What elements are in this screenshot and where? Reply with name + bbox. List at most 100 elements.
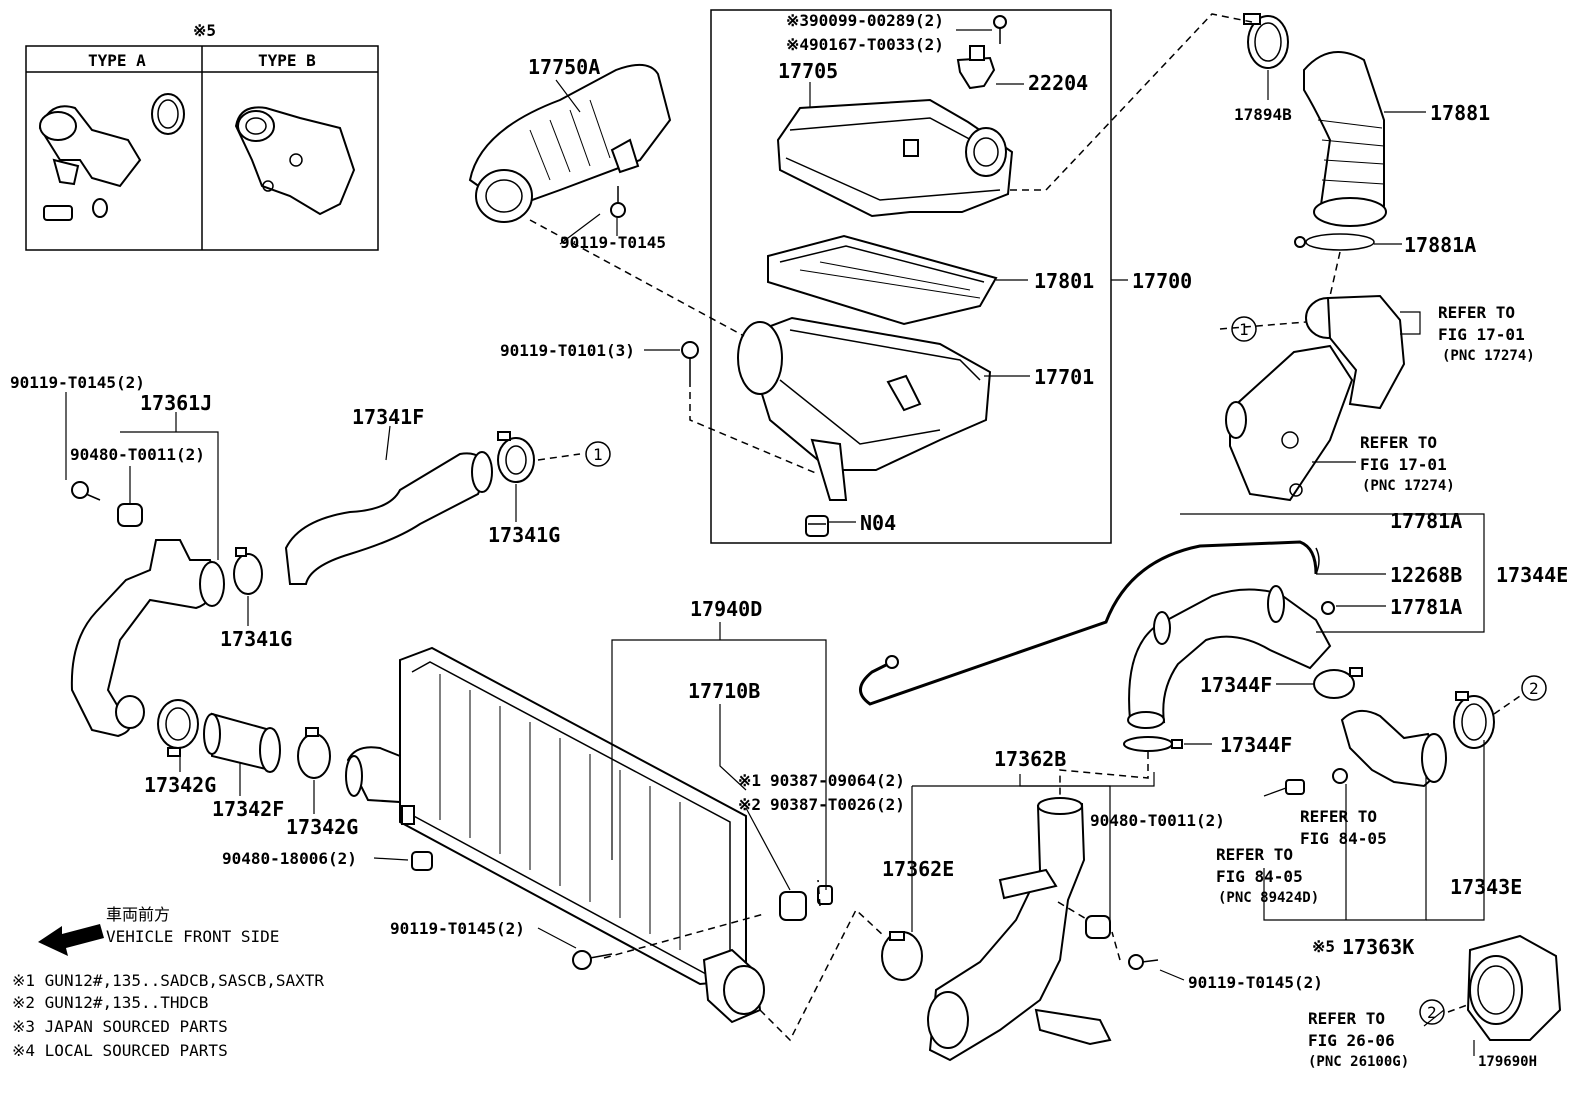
label-mark1: ※1 xyxy=(738,771,761,790)
label-17362b: 17362B xyxy=(994,747,1066,771)
bolt-90119-t0145-c xyxy=(572,950,613,970)
label-90480-18006: 90480-18006(2) xyxy=(222,849,357,868)
ref2-line1: REFER TO xyxy=(1360,433,1437,452)
circle-ref-1-left: 1 xyxy=(585,441,611,467)
ref4-line2: FIG 84-05 xyxy=(1216,867,1303,886)
clamp-17362e xyxy=(881,931,923,981)
label-mark5: ※5 xyxy=(1312,937,1335,956)
label-17881: 17881 xyxy=(1430,101,1490,125)
hose-clamp-17894b xyxy=(1243,13,1289,69)
ref3-line2: FIG 84-05 xyxy=(1300,829,1387,848)
air-filter-element xyxy=(767,234,998,326)
label-17344e: 17344E xyxy=(1496,563,1568,587)
air-cleaner-case xyxy=(737,316,992,501)
label-90119-t0145-c: 90119-T0145(2) xyxy=(390,919,525,938)
vehicle-front-jp: 車両前方 xyxy=(106,905,170,924)
throttle-elbow-17363k xyxy=(1285,709,1447,795)
diagram-id: 179690H xyxy=(1478,1054,1537,1070)
air-intake-duct xyxy=(468,63,672,223)
inset-panel: ※5 TYPE A TYPE B xyxy=(25,21,379,251)
circle-ref-2-lower: 2 xyxy=(1419,999,1445,1025)
vacuum-hose-12268b xyxy=(859,540,1320,706)
label-17781a-b: 17781A xyxy=(1390,595,1462,619)
hose-17341f xyxy=(284,451,493,585)
ref1-line1: REFER TO xyxy=(1438,303,1515,322)
label-90119-t0145-a: 90119-T0145 xyxy=(560,233,666,252)
label-17342g-a: 17342G xyxy=(144,773,216,797)
air-cleaner-assy-frame xyxy=(710,9,1112,544)
label-90480-t0011-b: 90480-T0011(2) xyxy=(1090,811,1225,830)
circle-ref-1-right: 1 xyxy=(1231,316,1257,342)
intake-pipe-17344e xyxy=(1127,585,1332,729)
label-90480-t0011-a: 90480-T0011(2) xyxy=(70,445,205,464)
intercooler-17940d xyxy=(345,646,765,1024)
label-17341g-a: 17341G xyxy=(488,523,560,547)
label-17700: 17700 xyxy=(1132,269,1192,293)
svg-text:1: 1 xyxy=(593,445,603,464)
label-22204: 22204 xyxy=(1028,71,1088,95)
label-17362e: 17362E xyxy=(882,857,954,881)
label-n04: N04 xyxy=(860,511,896,535)
leader-lines xyxy=(65,29,1485,1056)
ref3-line1: REFER TO xyxy=(1300,807,1377,826)
throttle-body-refer-26-06 xyxy=(1466,934,1562,1041)
label-17361j: 17361J xyxy=(140,391,212,415)
ref4-line3: (PNC 89424D) xyxy=(1218,890,1319,906)
label-17701: 17701 xyxy=(1034,365,1094,389)
label-390099-00289: ※390099-00289(2) xyxy=(786,11,944,30)
ref1-line2: FIG 17-01 xyxy=(1438,325,1525,344)
clamp-17344f-a xyxy=(1313,667,1363,699)
air-hose-17881 xyxy=(1303,51,1387,227)
ref5-line2: FIG 26-06 xyxy=(1308,1031,1395,1050)
inset-marker: ※5 xyxy=(193,21,216,40)
bolt-90119-t0145-d xyxy=(1128,954,1159,970)
label-17710b: 17710B xyxy=(688,679,760,703)
note-1: ※1 GUN12#,135..SADCB,SASCB,SAXTR xyxy=(12,971,324,990)
label-90387-09064: 90387-09064(2) xyxy=(770,771,905,790)
label-17940d: 17940D xyxy=(690,597,762,621)
label-17341f: 17341F xyxy=(352,405,424,429)
bolt-90119-t0101 xyxy=(681,341,699,380)
label-90119-t0101: 90119-T0101(3) xyxy=(500,341,635,360)
inset-type-b-label: TYPE B xyxy=(258,51,316,70)
inset-type-a-label: TYPE A xyxy=(88,51,146,70)
hose-17342f xyxy=(203,712,281,773)
label-17343e: 17343E xyxy=(1450,875,1522,899)
label-17881a: 17881A xyxy=(1404,233,1476,257)
ref1-line3: (PNC 17274) xyxy=(1442,348,1535,364)
label-17781a-a: 17781A xyxy=(1390,509,1462,533)
clamp-17343e xyxy=(1453,691,1495,749)
cushion-90387 xyxy=(779,885,833,921)
bolt-90119-t0145-b xyxy=(71,481,101,501)
label-17705: 17705 xyxy=(778,59,838,83)
airflow-meter-sensor xyxy=(956,45,996,90)
svg-text:2: 2 xyxy=(1427,1003,1437,1022)
label-17341g-b: 17341G xyxy=(220,627,292,651)
refer-part-turbo-elbow xyxy=(1225,294,1406,502)
ref5-line3: (PNC 26100G) xyxy=(1308,1054,1409,1070)
label-17342g-b: 17342G xyxy=(286,815,358,839)
label-90119-t0145-d: 90119-T0145(2) xyxy=(1188,973,1323,992)
clamp-17341g-lower xyxy=(233,547,263,595)
hose-clamp-17881a xyxy=(1294,233,1375,251)
clamp-17342g-left xyxy=(157,699,199,757)
vehicle-front-en: VEHICLE FRONT SIDE xyxy=(106,927,279,946)
intercooler-pipe-17361j xyxy=(70,539,225,738)
cushion-90480-t0011-b xyxy=(1085,915,1111,939)
ref2-line2: FIG 17-01 xyxy=(1360,455,1447,474)
label-17342f: 17342F xyxy=(212,797,284,821)
cushion-90480-18006 xyxy=(411,851,433,871)
label-490167-t0033: ※490167-T0033(2) xyxy=(786,35,944,54)
label-17344f-b: 17344F xyxy=(1220,733,1292,757)
clamp-17781a-b xyxy=(1321,601,1335,615)
clamp-17342g-right xyxy=(297,727,331,779)
clamp-17341g-upper xyxy=(497,431,535,483)
ref2-line3: (PNC 17274) xyxy=(1362,478,1455,494)
label-17344f-a: 17344F xyxy=(1200,673,1272,697)
label-90119-t0145-b: 90119-T0145(2) xyxy=(10,373,145,392)
svg-text:2: 2 xyxy=(1529,679,1539,698)
label-90387-t0026: 90387-T0026(2) xyxy=(770,795,905,814)
label-17363k: 17363K xyxy=(1342,935,1414,959)
note-3: ※3 JAPAN SOURCED PARTS xyxy=(12,1017,228,1036)
